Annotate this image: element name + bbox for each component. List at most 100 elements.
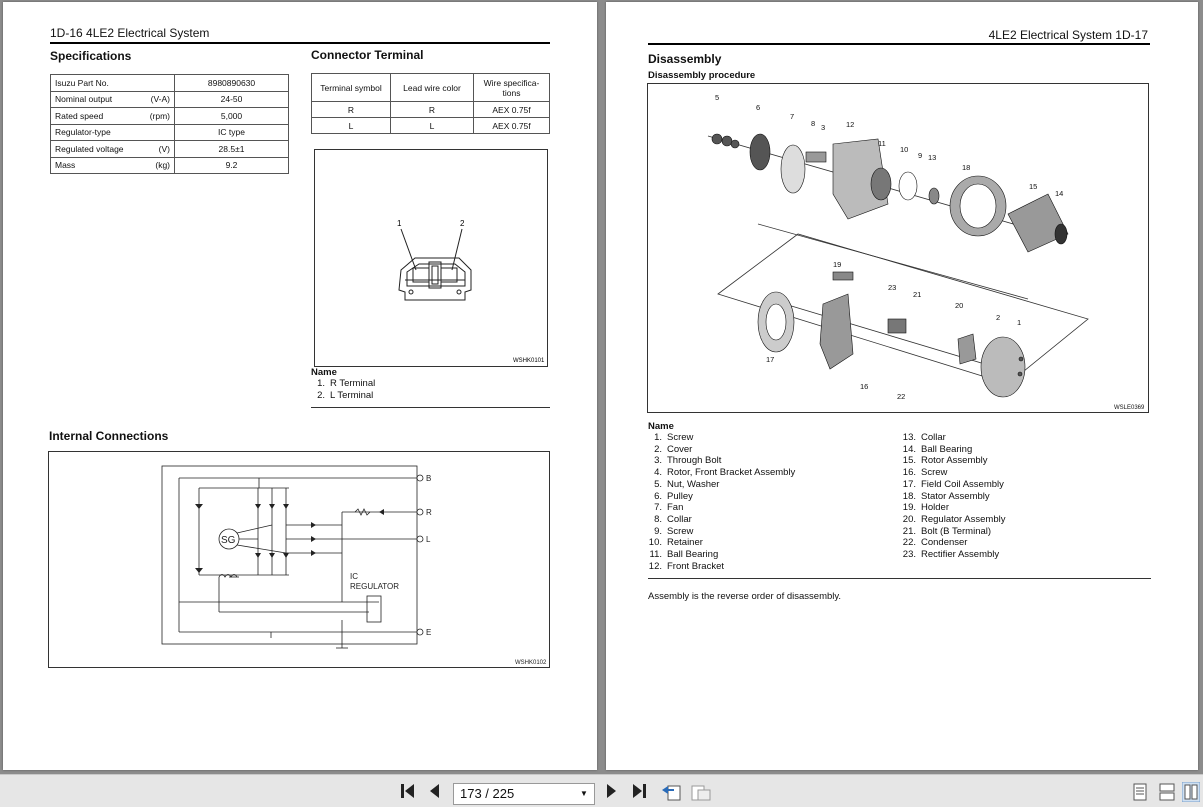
spec-label-text: Nominal output [55,94,113,105]
two-page-view-icon[interactable] [1182,782,1200,802]
page-header: 1D-16 4LE2 Electrical System [50,26,210,40]
list-item: 10.Retainer [640,537,795,549]
internal-connections-heading: Internal Connections [49,429,169,443]
spec-unit: (V-A) [150,94,170,105]
list-item: 6.Pulley [640,491,795,503]
item-number: 22. [902,537,916,549]
item-label: Screw [667,432,694,443]
item-number: 17. [902,478,916,490]
previous-page-icon[interactable] [428,782,442,800]
list-item: 8.Collar [640,514,795,526]
item-label: R Terminal [330,378,376,389]
spec-label: Mass(kg) [50,156,175,174]
list-item: 5.Nut, Washer [640,479,795,491]
item-label: Rotor Assembly [921,455,988,467]
spec-value: IC type [174,123,289,141]
item-label: Condenser [921,537,968,549]
single-page-view-icon[interactable] [1132,782,1148,802]
table-row: Rated speed(rpm)5,000 [50,107,289,125]
section-rule [648,578,1151,579]
item-number: 13. [902,432,916,443]
list-item: 1.Screw [640,432,795,444]
figure-code: WSHK0102 [515,660,547,666]
table-row: R R AEX 0.75f [311,101,550,118]
page-number-input[interactable]: 173 / 225 ▼ [453,783,595,805]
item-number: 5. [654,478,662,490]
terminal-r-label: R [426,508,432,517]
item-number: 18. [902,490,916,502]
go-forward-icon[interactable] [690,782,712,802]
assembly-note: Assembly is the reverse order of disasse… [648,591,842,602]
connector-names-list: 1. R Terminal 2. L Terminal [303,378,375,401]
disassembly-heading: Disassembly [648,52,722,66]
list-item: 18. Stator Assembly [894,491,1005,503]
chevron-down-icon[interactable]: ▼ [580,789,588,798]
figure-code: WSLE0369 [1114,405,1145,411]
table-row: L L AEX 0.75f [311,117,550,134]
item-number: 1. [317,378,325,389]
svg-text:15: 15 [1029,182,1037,191]
item-number: 6. [654,490,662,502]
item-number: 12. [648,560,662,572]
item-label: Screw [667,525,694,537]
list-item: 16.Screw [894,467,1005,479]
table-cell: AEX 0.75f [473,101,550,118]
item-number: 14. [902,443,916,455]
item-label: Ball Bearing [667,549,719,561]
item-label: Stator Assembly [921,490,990,502]
ic-label: IC [350,572,358,581]
table-cell: AEX 0.75f [473,117,550,134]
svg-text:22: 22 [897,392,905,401]
table-cell: R [390,101,474,118]
svg-text:3: 3 [821,123,825,132]
list-item: 1. R Terminal [303,378,375,390]
item-number: 20. [902,513,916,525]
spec-label-text: Regulated voltage [55,143,124,154]
header-rule [50,42,550,44]
item-number: 4. [654,467,662,479]
list-item: 13.Collar [894,432,1005,444]
continuous-view-icon[interactable] [1158,782,1176,802]
regulator-label: REGULATOR [350,582,399,591]
table-cell: L [390,117,474,134]
circuit-diagram: B R L E SG IC REGULATOR WSHK0102 [161,465,547,666]
item-label: Rectifier Assembly [921,549,1000,561]
item-label: Bolt (B Terminal) [921,525,992,537]
list-item: 20.Regulator Assembly [894,513,1006,526]
callout-1: 1 [397,219,402,228]
spec-value: 8980890630 [174,74,289,92]
last-page-icon[interactable] [630,782,648,800]
go-back-icon[interactable] [660,782,682,802]
spec-value: 28.5±1 [174,140,289,158]
spec-unit: (V) [158,143,170,154]
item-number: 3. [654,455,662,467]
list-item: 23. Rectifier Assembly [894,549,1005,561]
page-header: 4LE2 Electrical System 1D-17 [988,28,1148,42]
section-rule [311,407,550,408]
spec-label: Isuzu Part No. [50,74,175,92]
next-page-icon[interactable] [604,782,618,800]
item-number: 21. [902,525,916,537]
item-label: Rotor, Front Bracket Assembly [667,467,796,479]
item-number: 11. [649,549,662,561]
spec-label: Regulated voltage (V) [50,140,175,158]
table-row: Regulated voltage (V) 28.5±1 [50,140,289,158]
header-rule [648,43,1150,45]
first-page-icon[interactable] [399,782,417,800]
spec-label-text: Isuzu Part No. [55,77,109,88]
svg-text:13: 13 [928,153,936,162]
svg-text:1: 1 [1017,318,1021,327]
table-row: Isuzu Part No. 8980890630 [50,74,289,92]
item-number: 23. [902,549,916,561]
item-label: Retainer [667,537,703,549]
internal-connections-figure: B R L E SG IC REGULATOR WSHK0102 [48,451,550,668]
table-cell: R [311,101,391,118]
list-item: 17.Field Coil Assembly [894,479,1005,491]
left-page: 1D-16 4LE2 Electrical System Specificati… [3,2,597,770]
item-number: 2. [317,389,325,401]
spec-label: Regulator-type [50,123,175,141]
item-label: L Terminal [330,389,374,401]
